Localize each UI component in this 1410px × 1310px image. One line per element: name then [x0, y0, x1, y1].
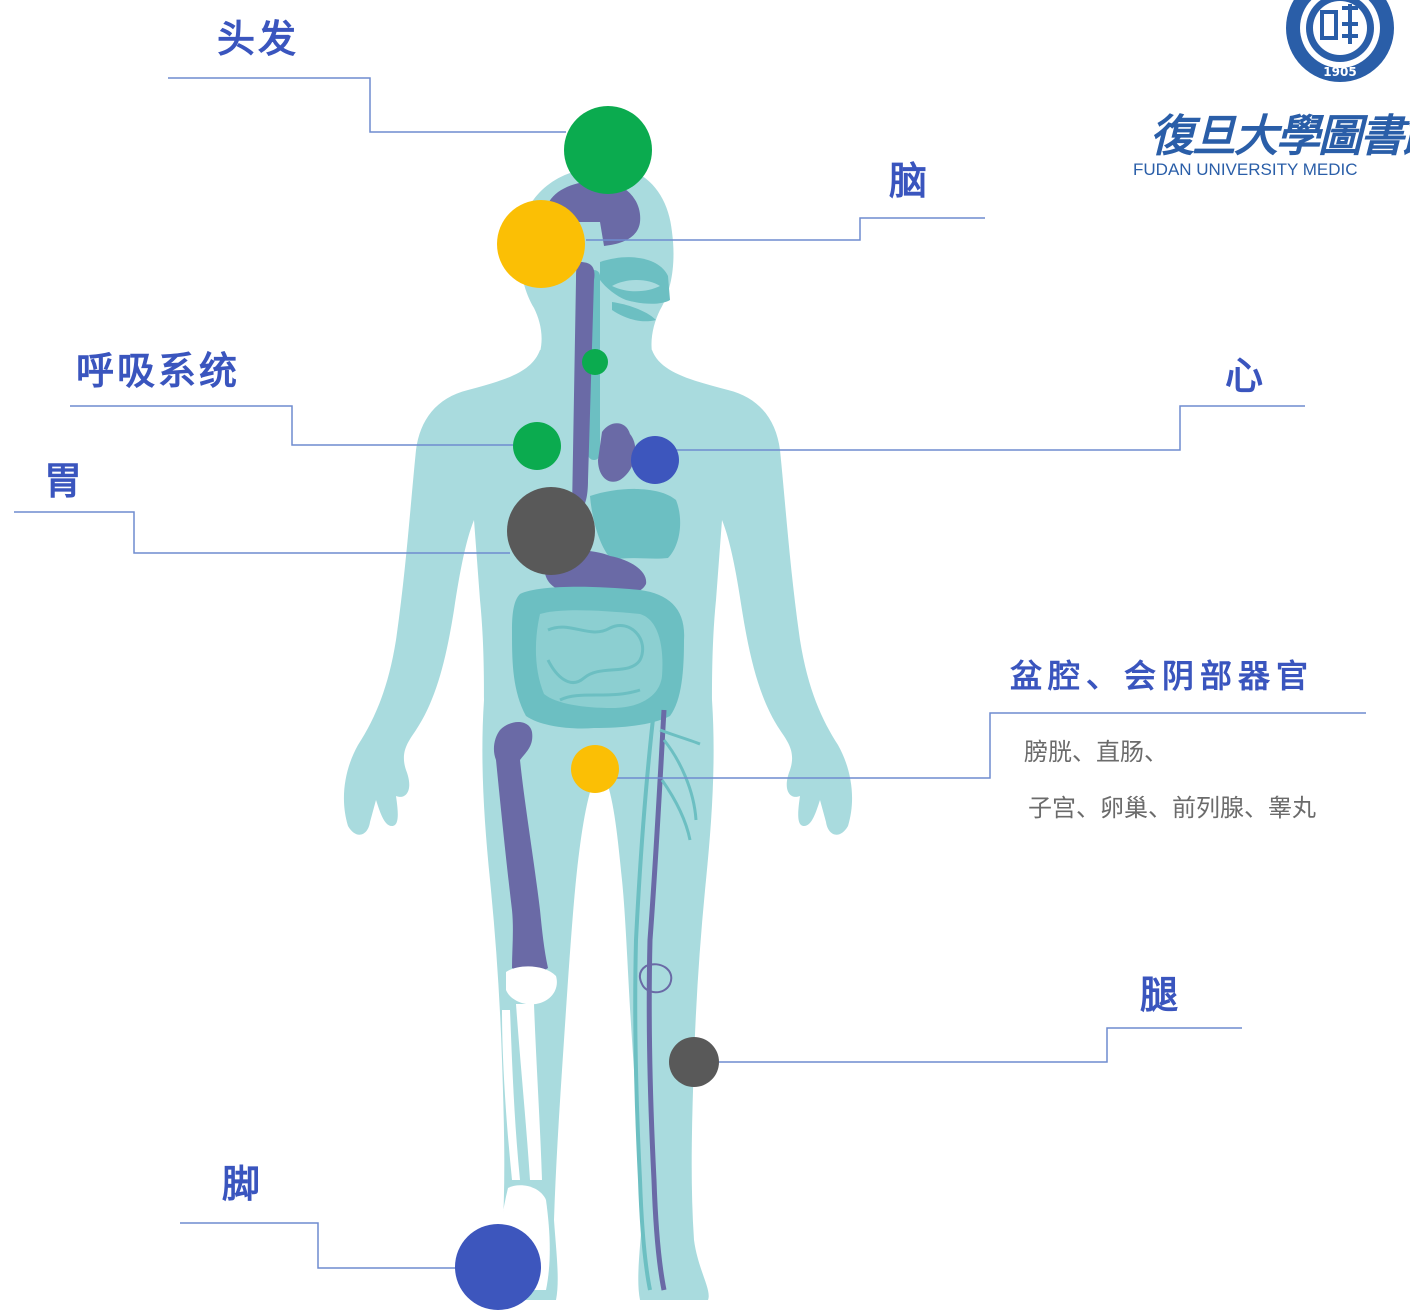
label-heart: 心 — [1225, 354, 1267, 398]
line-respiratory — [70, 405, 516, 446]
label-stomach: 胃 — [44, 459, 86, 503]
dot-stomach — [507, 487, 595, 575]
pelvic-detail-2: 子宫、卵巢、前列腺、睾丸 — [1028, 794, 1316, 822]
dot-leg — [669, 1037, 719, 1087]
line-stomach — [14, 511, 510, 554]
svg-text:1905: 1905 — [1323, 65, 1356, 79]
dot-brain — [497, 200, 585, 288]
blood-vessels — [646, 709, 667, 1291]
dot-pelvic — [571, 745, 619, 793]
line-foot — [180, 1222, 458, 1269]
dot-heart — [631, 436, 679, 484]
label-foot: 脚 — [222, 1162, 264, 1206]
liver — [590, 488, 681, 560]
line-leg — [716, 1027, 1242, 1063]
fudan-seal-logo: 1905 — [1286, 0, 1394, 82]
dot-hair — [564, 106, 652, 194]
line-hair — [168, 77, 566, 133]
dot-respiratory-small — [582, 349, 608, 375]
line-pelvic — [614, 712, 1366, 779]
markers — [455, 106, 719, 1310]
heart-shape — [598, 423, 636, 482]
dot-respiratory — [513, 422, 561, 470]
dot-foot — [455, 1224, 541, 1310]
femur — [493, 721, 548, 973]
brain-shape — [547, 180, 641, 246]
label-brain: 脑 — [889, 159, 931, 203]
tibia — [516, 1004, 542, 1180]
line-heart — [660, 405, 1305, 451]
label-respiratory: 呼吸系统 — [76, 349, 241, 393]
label-pelvic: 盆腔、会阴部器官 — [1010, 657, 1315, 695]
logo-chinese-name: 復旦大學圖書館 — [1150, 111, 1410, 162]
pelvic-detail-1: 膀胱、直肠、 — [1024, 738, 1168, 766]
knee — [506, 966, 557, 1005]
label-hair: 头发 — [217, 17, 300, 61]
label-leg: 腿 — [1140, 973, 1182, 1017]
esophagus — [572, 262, 595, 510]
logo-english-name: FUDAN UNIVERSITY MEDIC — [1133, 160, 1358, 179]
line-brain — [586, 217, 985, 241]
leader-lines — [14, 77, 1366, 1269]
internal-organs — [493, 180, 701, 1291]
